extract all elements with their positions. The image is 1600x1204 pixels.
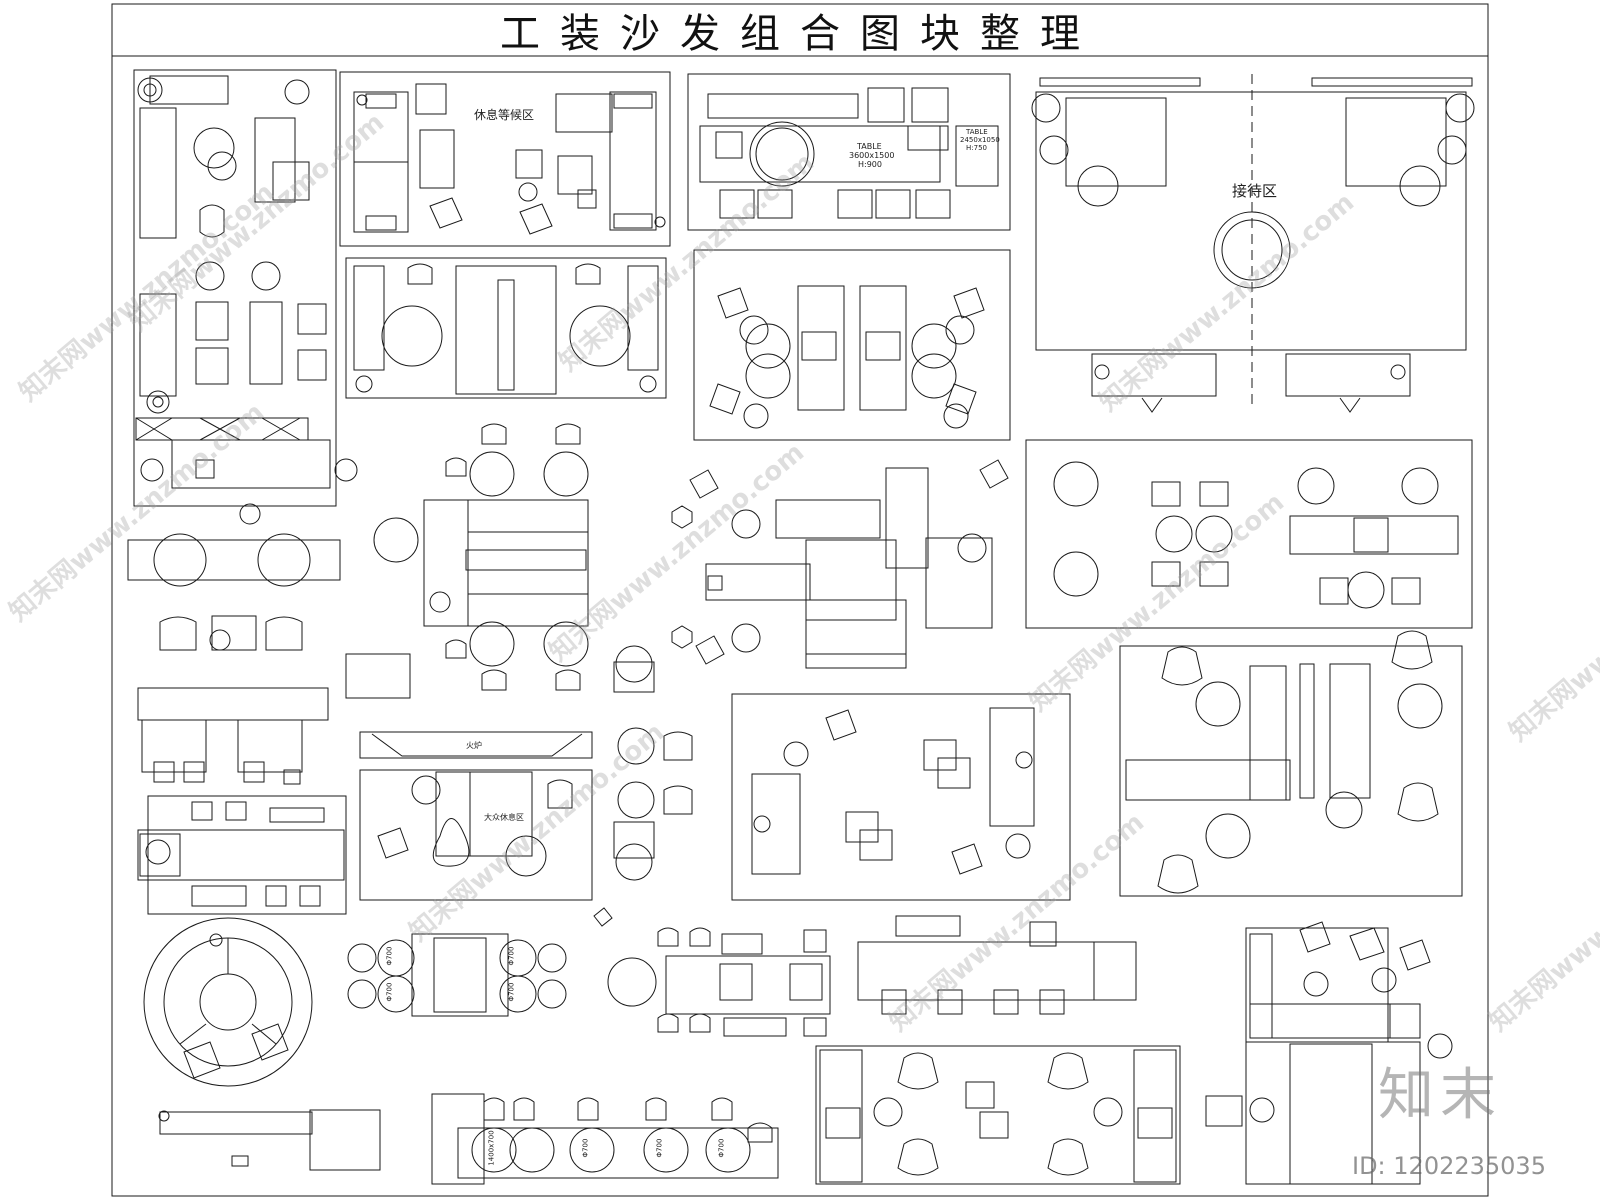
block-round-dining [1025,439,1473,629]
label-phi700: Φ700 [507,982,516,1002]
block-chair-column [613,645,693,881]
block-bottom-lounge [815,1045,1181,1185]
label-phi700: Φ700 [507,946,516,966]
block-reception [1031,74,1475,413]
block-meeting-tables [687,73,1011,231]
block-long-bar [857,915,1137,1015]
block-double-lounge [693,249,1011,441]
block-booth-corner [1205,921,1453,1185]
block-l-sofa-lounge [1119,630,1463,897]
block-phi700-cluster [347,933,567,1017]
brand-logo-text: 知末 [1378,1063,1502,1128]
block-bench-lounges [345,257,667,399]
label-table-a-size: 3600x1500 [849,151,895,160]
label-bench-size: 1400x700 [487,1130,496,1166]
block-hall-rest [359,731,593,901]
label-hall-rest: 大众休息区 [484,813,524,822]
block-planter-row [127,533,341,651]
drawing-frame [111,3,1489,1197]
block-sectional-round-tables [373,423,589,691]
label-phi700: Φ700 [385,982,394,1002]
block-round-booth [143,917,381,1171]
label-table-b-height: H:750 [966,144,987,152]
page-title: 工装沙发组合图块整理 [500,11,1100,57]
document-id: ID: 1202235035 [1352,1152,1546,1180]
label-table-a-name: TABLE [857,142,882,151]
label-phi700: Φ700 [581,1138,590,1158]
block-office-lounge [133,69,358,525]
block-coffee-row [593,907,831,1037]
block-cross-sofa [671,459,1009,669]
label-table-a-height: H:900 [858,160,882,169]
label-lounge-zone: 休息等候区 [474,108,535,122]
label-table-b-name: TABLE [966,128,988,136]
block-lounge-waiting [339,71,671,247]
label-reception-zone: 接待区 [1232,182,1278,200]
label-phi700: Φ700 [717,1138,726,1158]
block-central-lounge [731,693,1071,901]
label-table-b-size: 2450x1050 [960,136,1000,144]
block-bar-counter [137,653,411,915]
label-phi700: Φ700 [655,1138,664,1158]
label-fireplace: 火炉 [466,741,482,750]
label-phi700: Φ700 [385,946,394,966]
block-bench-tables [431,1093,779,1185]
